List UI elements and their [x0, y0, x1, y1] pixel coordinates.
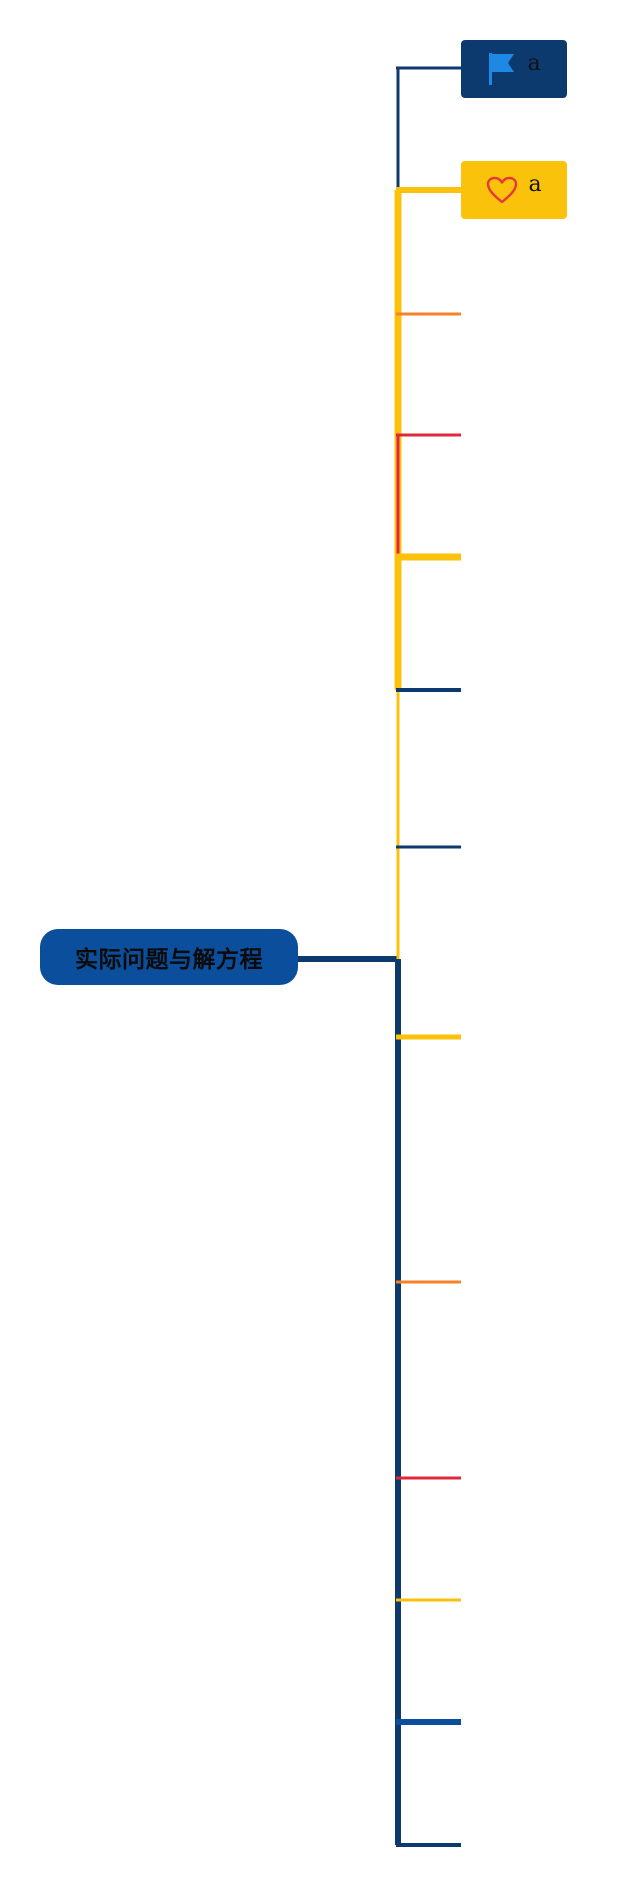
flag-icon [487, 51, 517, 87]
heart-icon [486, 176, 518, 204]
branch-node-heart-label: a [528, 171, 542, 197]
root-topic[interactable]: 实际问题与解方程 [40, 929, 298, 985]
root-topic-label: 实际问题与解方程 [75, 947, 263, 973]
branch-node-flag[interactable]: a [461, 40, 567, 98]
connector-lines [298, 66, 461, 1847]
branch-node-heart[interactable]: a [461, 161, 567, 219]
branch-node-flag-label: a [527, 50, 541, 76]
